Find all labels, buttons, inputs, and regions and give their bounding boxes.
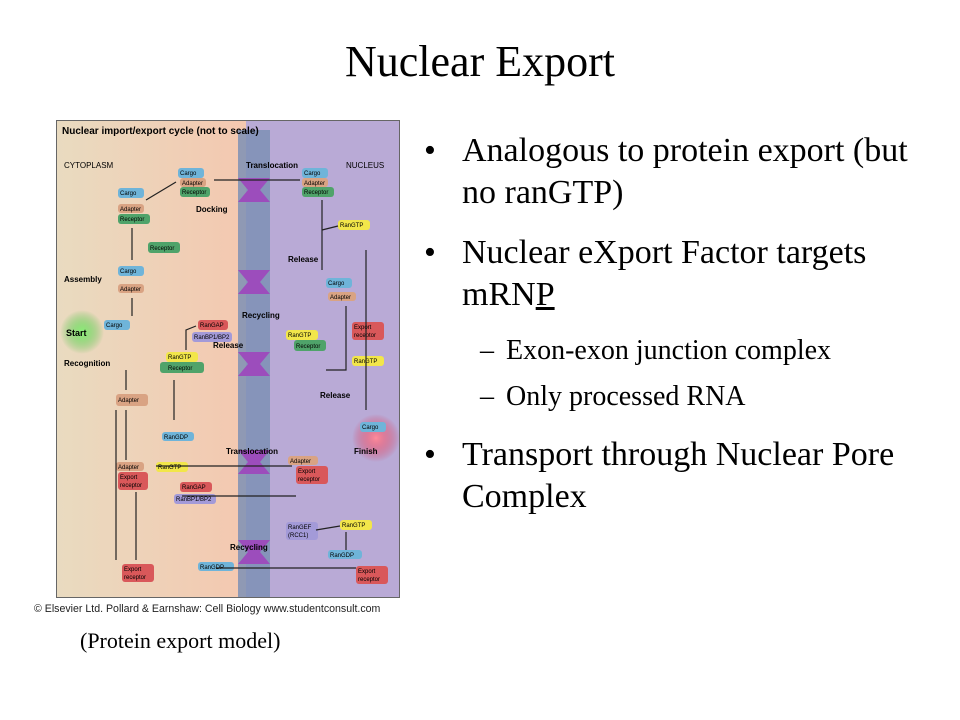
- subbullet-text: Exon-exon junction complex: [506, 335, 832, 366]
- nuclear-pore-complexes: [238, 178, 270, 564]
- svg-text:receptor: receptor: [354, 333, 376, 339]
- svg-text:Adapter: Adapter: [182, 181, 203, 187]
- svg-text:receptor: receptor: [120, 483, 142, 489]
- svg-text:RanGAP: RanGAP: [200, 323, 224, 329]
- nuclear-import-export-figure: Nuclear import/export cycle (not to scal…: [56, 120, 400, 598]
- svg-text:Adapter: Adapter: [118, 398, 139, 404]
- release-right-label: Release: [320, 391, 351, 400]
- svg-text:Receptor: Receptor: [296, 344, 320, 350]
- svg-text:Export: Export: [298, 469, 316, 475]
- svg-text:Cargo: Cargo: [120, 269, 137, 275]
- figure-heading: Nuclear import/export cycle (not to scal…: [62, 126, 259, 137]
- sub-bullet-dash: –: [480, 335, 494, 366]
- docking-label: Docking: [196, 205, 228, 214]
- bullet-text: Analogous to protein export (but no ranG…: [462, 132, 908, 211]
- svg-text:RanGTP: RanGTP: [340, 223, 363, 229]
- svg-text:Export: Export: [120, 475, 138, 481]
- svg-text:(RCC1): (RCC1): [288, 533, 308, 539]
- svg-text:Cargo: Cargo: [328, 281, 345, 287]
- figure-copyright: © Elsevier Ltd. Pollard & Earnshaw: Cell…: [34, 603, 381, 615]
- svg-text:Cargo: Cargo: [180, 171, 197, 177]
- svg-text:RanGTP: RanGTP: [288, 333, 311, 339]
- svg-text:receptor: receptor: [298, 477, 320, 483]
- subbullet-text: Only processed RNA: [506, 381, 746, 412]
- svg-text:Adapter: Adapter: [290, 459, 311, 465]
- molecule-complexes: Cargo Adapter Receptor Cargo Adapter Rec…: [104, 168, 388, 584]
- release-left-label: Release: [213, 341, 244, 350]
- start-glow: [60, 310, 104, 354]
- svg-text:RanGAP: RanGAP: [182, 485, 206, 491]
- svg-text:Export: Export: [354, 325, 372, 331]
- svg-text:Adapter: Adapter: [304, 181, 325, 187]
- nucleus-label: NUCLEUS: [346, 161, 384, 170]
- svg-text:RanGDP: RanGDP: [200, 565, 224, 571]
- bullet-underlined-letter: P: [535, 276, 555, 313]
- bullet-list: • Analogous to protein export (but no ra…: [420, 130, 940, 536]
- finish-label: Finish: [354, 447, 378, 456]
- svg-text:RanGDP: RanGDP: [164, 435, 188, 441]
- bullet-text: Transport through Nuclear Pore Complex: [462, 436, 895, 515]
- svg-text:Cargo: Cargo: [362, 425, 379, 431]
- release-mid-label: Release: [288, 255, 319, 264]
- svg-text:RanGTP: RanGTP: [158, 465, 181, 471]
- start-label: Start: [66, 328, 87, 338]
- subbullet-exon-junction: – Exon-exon junction complex: [420, 334, 940, 368]
- translocation-top-label: Translocation: [246, 161, 298, 170]
- svg-text:Receptor: Receptor: [120, 217, 144, 223]
- svg-text:Receptor: Receptor: [168, 366, 192, 372]
- svg-text:Cargo: Cargo: [106, 323, 123, 329]
- svg-text:Cargo: Cargo: [304, 171, 321, 177]
- cytoplasm-label: CYTOPLASM: [64, 161, 114, 170]
- svg-text:Adapter: Adapter: [120, 287, 141, 293]
- bullet-dot: •: [424, 234, 436, 271]
- bullet-nxf: • Nuclear eXport Factor targets mRNP: [420, 232, 940, 316]
- translocation-bottom-label: Translocation: [226, 447, 278, 456]
- cytoplasm-region: [56, 120, 246, 598]
- svg-text:Adapter: Adapter: [120, 207, 141, 213]
- svg-text:RanGDP: RanGDP: [330, 553, 354, 559]
- subbullet-processed-rna: – Only processed RNA: [420, 380, 940, 414]
- svg-text:Export: Export: [358, 569, 376, 575]
- slide-title: Nuclear Export: [345, 37, 615, 86]
- recycling-top-label: Recycling: [242, 311, 280, 320]
- bullet-transport: • Transport through Nuclear Pore Complex: [420, 434, 940, 518]
- bullet-analogous: • Analogous to protein export (but no ra…: [420, 130, 940, 214]
- svg-text:Receptor: Receptor: [304, 190, 328, 196]
- svg-text:receptor: receptor: [124, 575, 146, 581]
- recognition-label: Recognition: [64, 359, 110, 368]
- figure-border: [56, 120, 400, 598]
- svg-text:Receptor: Receptor: [150, 246, 174, 252]
- sub-bullet-dash: –: [480, 381, 494, 412]
- recycling-bottom-label: Recycling: [230, 543, 268, 552]
- svg-text:RanBP1/BP2: RanBP1/BP2: [194, 335, 230, 341]
- svg-text:RanBP1/BP2: RanBP1/BP2: [176, 497, 212, 503]
- bullet-dot: •: [424, 132, 436, 169]
- figure-caption: (Protein export model): [80, 628, 281, 653]
- bullet-text: Nuclear eXport Factor targets mRN: [462, 234, 867, 313]
- svg-text:Adapter: Adapter: [330, 295, 351, 301]
- svg-text:Adapter: Adapter: [118, 465, 139, 471]
- svg-text:receptor: receptor: [358, 577, 380, 583]
- svg-text:RanGTP: RanGTP: [342, 523, 365, 529]
- svg-text:Export: Export: [124, 567, 142, 573]
- cycle-arrows: [115, 179, 367, 569]
- bullet-dot: •: [424, 436, 436, 473]
- assembly-label: Assembly: [64, 275, 102, 284]
- svg-text:Cargo: Cargo: [120, 191, 137, 197]
- svg-text:RanGTP: RanGTP: [168, 355, 191, 361]
- svg-text:RanGEF: RanGEF: [288, 525, 312, 531]
- svg-text:Receptor: Receptor: [182, 190, 206, 196]
